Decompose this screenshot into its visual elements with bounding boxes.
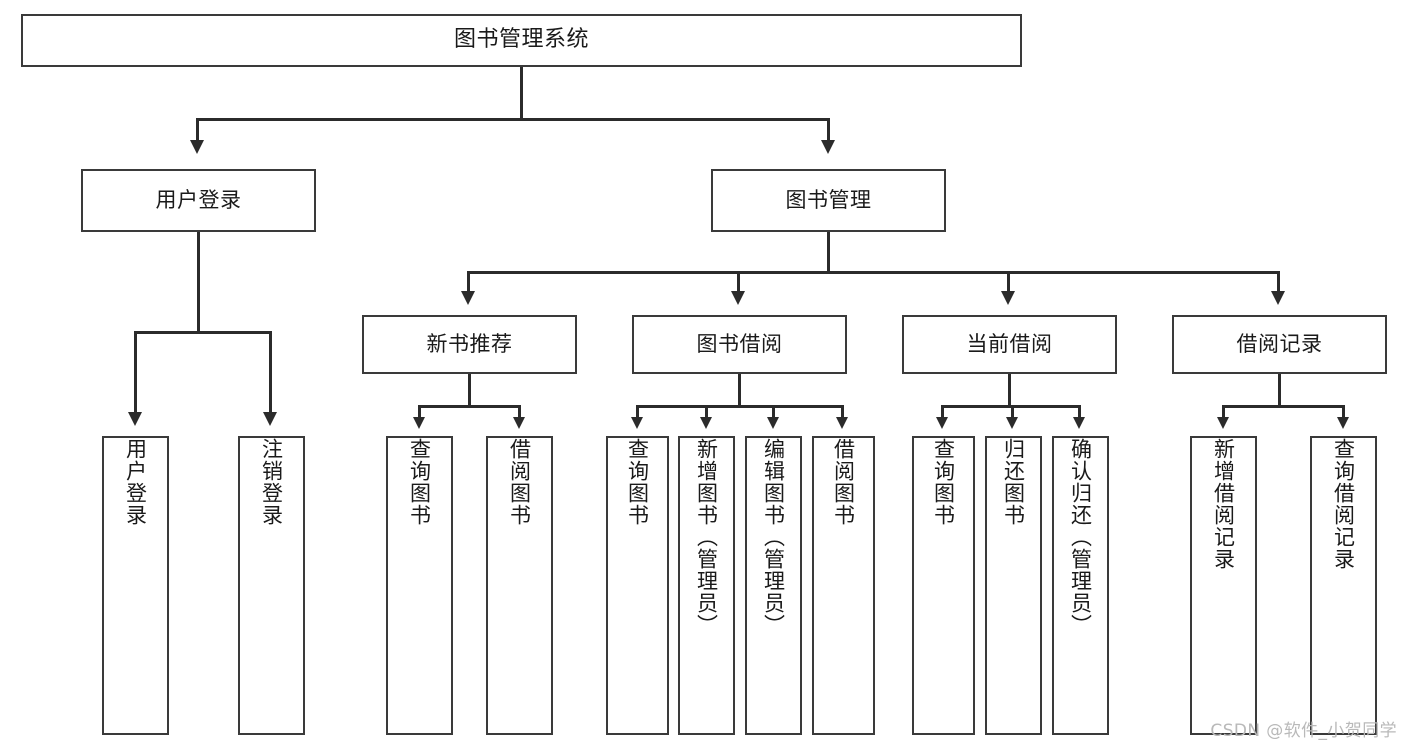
arrowhead-user-login — [190, 140, 204, 154]
leaf-query-book-current[interactable]: 查询图书 — [912, 436, 975, 735]
arrowhead-book-mgmt — [821, 140, 835, 154]
connector-root-to-book-mgmt — [827, 118, 830, 144]
connector-current-borrow-stem — [1008, 374, 1011, 407]
node-current-borrow[interactable]: 当前借阅 — [902, 315, 1117, 374]
connector-to-current-borrow — [1007, 271, 1010, 293]
arrowhead-bb-c2 — [700, 417, 712, 429]
connector-borrow-record-stem — [1278, 374, 1281, 407]
arrowhead-nbr-c2 — [513, 417, 525, 429]
connector-root-bus — [196, 118, 830, 121]
node-book-management[interactable]: 图书管理 — [711, 169, 946, 232]
node-label: 借阅记录 — [1236, 331, 1323, 356]
node-root-library-system[interactable]: 图书管理系统 — [21, 14, 1022, 67]
node-label: 查询借阅记录 — [1331, 438, 1356, 570]
arrowhead-br-c1 — [1217, 417, 1229, 429]
arrowhead-new-book-rec — [461, 291, 475, 305]
node-label: 借阅图书 — [507, 438, 532, 526]
connector-nbr-c2 — [518, 405, 521, 419]
connector-root-stem — [520, 67, 523, 120]
connector-user-login-stem — [197, 232, 200, 333]
connector-book-mgmt-bus — [467, 271, 1279, 274]
leaf-borrow-book-recommend[interactable]: 借阅图书 — [486, 436, 553, 735]
connector-borrow-record-bus — [1222, 405, 1345, 408]
leaf-query-borrow-record[interactable]: 查询借阅记录 — [1310, 436, 1377, 735]
node-label: 确认归还（管理员） — [1068, 438, 1093, 636]
leaf-confirm-return-admin[interactable]: 确认归还（管理员） — [1052, 436, 1109, 735]
leaf-query-book-recommend[interactable]: 查询图书 — [386, 436, 453, 735]
arrowhead-borrow-record — [1271, 291, 1285, 305]
connector-nbr-c1 — [418, 405, 421, 419]
leaf-add-borrow-record[interactable]: 新增借阅记录 — [1190, 436, 1257, 735]
node-label: 图书管理系统 — [453, 27, 589, 53]
arrowhead-br-c2 — [1337, 417, 1349, 429]
node-label: 新增借阅记录 — [1211, 438, 1236, 570]
node-label: 借阅图书 — [831, 438, 856, 526]
node-label: 图书管理 — [785, 187, 872, 212]
node-label: 查询图书 — [625, 438, 650, 526]
node-label: 归还图书 — [1001, 438, 1026, 526]
connector-cb-c3 — [1078, 405, 1081, 419]
arrowhead-bb-c3 — [767, 417, 779, 429]
arrowhead-leaf-user-login — [128, 412, 142, 426]
leaf-logout[interactable]: 注销登录 — [238, 436, 305, 735]
connector-bb-c4 — [841, 405, 844, 419]
node-label: 新增图书（管理员） — [694, 438, 719, 636]
connector-cb-c2 — [1011, 405, 1014, 419]
node-label: 注销登录 — [259, 438, 284, 526]
connector-new-book-rec-bus — [418, 405, 521, 408]
connector-user-login-to-login — [134, 331, 137, 414]
connector-to-borrow-record — [1277, 271, 1280, 293]
arrowhead-nbr-c1 — [413, 417, 425, 429]
node-borrow-record[interactable]: 借阅记录 — [1172, 315, 1387, 374]
node-label: 用户登录 — [155, 187, 242, 212]
leaf-return-book[interactable]: 归还图书 — [985, 436, 1042, 735]
connector-to-book-borrow — [737, 271, 740, 293]
arrowhead-bb-c4 — [836, 417, 848, 429]
node-new-book-recommend[interactable]: 新书推荐 — [362, 315, 577, 374]
arrowhead-cb-c3 — [1073, 417, 1085, 429]
arrowhead-leaf-logout — [263, 412, 277, 426]
arrowhead-book-borrow — [731, 291, 745, 305]
arrowhead-cb-c1 — [936, 417, 948, 429]
leaf-user-login[interactable]: 用户登录 — [102, 436, 169, 735]
connector-book-mgmt-stem — [827, 232, 830, 273]
connector-new-book-rec-stem — [468, 374, 471, 407]
arrowhead-bb-c1 — [631, 417, 643, 429]
node-label: 查询图书 — [931, 438, 956, 526]
node-label: 当前借阅 — [966, 331, 1053, 356]
node-label: 图书借阅 — [696, 331, 783, 356]
node-book-borrow[interactable]: 图书借阅 — [632, 315, 847, 374]
node-label: 新书推荐 — [426, 331, 513, 356]
connector-book-borrow-bus — [636, 405, 844, 408]
connector-bb-c2 — [705, 405, 708, 419]
connector-book-borrow-stem — [738, 374, 741, 407]
connector-user-login-to-logout — [269, 331, 272, 414]
connector-to-new-book-rec — [467, 271, 470, 293]
node-user-login[interactable]: 用户登录 — [81, 169, 316, 232]
connector-cb-c1 — [941, 405, 944, 419]
connector-user-login-bus — [134, 331, 271, 334]
connector-br-c1 — [1222, 405, 1225, 419]
leaf-query-book-borrow[interactable]: 查询图书 — [606, 436, 669, 735]
connector-bb-c1 — [636, 405, 639, 419]
arrowhead-cb-c2 — [1006, 417, 1018, 429]
connector-root-to-user-login — [196, 118, 199, 144]
connector-br-c2 — [1342, 405, 1345, 419]
leaf-edit-book-admin[interactable]: 编辑图书（管理员） — [745, 436, 802, 735]
leaf-borrow-book[interactable]: 借阅图书 — [812, 436, 875, 735]
arrowhead-current-borrow — [1001, 291, 1015, 305]
leaf-add-book-admin[interactable]: 新增图书（管理员） — [678, 436, 735, 735]
node-label: 编辑图书（管理员） — [761, 438, 786, 636]
node-label: 用户登录 — [123, 438, 148, 526]
connector-bb-c3 — [772, 405, 775, 419]
node-label: 查询图书 — [407, 438, 432, 526]
